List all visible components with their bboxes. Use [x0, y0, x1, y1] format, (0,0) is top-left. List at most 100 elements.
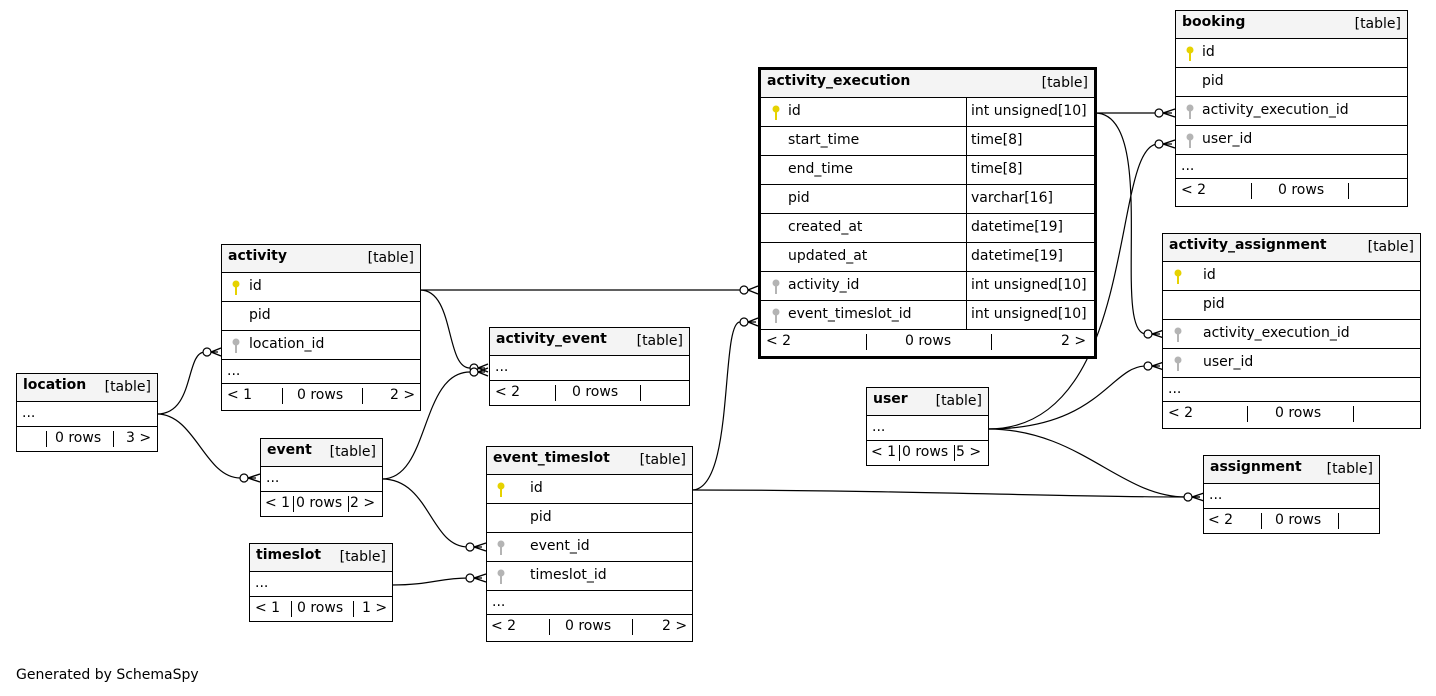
table-footer: < 2 0 rows 2 > [487, 615, 692, 639]
table-timeslot[interactable]: timeslot [table] ... < 1 0 rows 1 > [249, 543, 393, 622]
edge-end-circle [739, 317, 749, 327]
table-footer: < 2 0 rows [1163, 402, 1420, 426]
column-type: time[8] [971, 161, 1023, 177]
primary-key-icon [1174, 269, 1182, 284]
table-name: activity [228, 248, 287, 264]
ellipsis-row: ... [1163, 378, 1420, 402]
column-type: datetime[19] [971, 219, 1063, 235]
edge-end-circle [1154, 139, 1164, 149]
column-name: pid [249, 307, 271, 323]
row-count: 0 rows [565, 618, 612, 634]
parents-count[interactable]: < 1 [227, 387, 253, 403]
table-activity-assignment[interactable]: activity_assignment [table] id pid activ… [1162, 233, 1421, 429]
table-assignment[interactable]: assignment [table] ... < 2 0 rows [1203, 455, 1380, 534]
parents-count[interactable]: < 2 [1181, 182, 1207, 198]
column-type: int unsigned[10] [971, 277, 1087, 293]
table-name: activity_execution [767, 73, 911, 89]
ellipsis-row: ... [487, 591, 692, 615]
table-kind: [table] [367, 250, 414, 266]
more-columns: ... [227, 363, 241, 379]
column-type: time[8] [971, 132, 1023, 148]
column-row: id [222, 273, 420, 302]
column-name: user_id [1202, 131, 1253, 147]
parents-count[interactable]: < 2 [766, 333, 792, 349]
children-count[interactable]: 2 > [662, 618, 688, 634]
parents-count[interactable]: < 2 [491, 618, 517, 634]
column-name: created_at [788, 219, 863, 235]
row-count: 0 rows [1278, 182, 1325, 198]
column-row: user_id [1176, 126, 1407, 155]
children-count[interactable]: 3 > [126, 430, 152, 446]
column-row: created_at datetime[19] [761, 214, 1094, 243]
column-row: end_time time[8] [761, 156, 1094, 185]
table-footer: < 2 0 rows [490, 381, 689, 405]
row-count: 0 rows [1275, 405, 1322, 421]
table-kind: [table] [636, 333, 683, 349]
column-row: activity_execution_id [1163, 320, 1420, 349]
row-count: 0 rows [572, 384, 619, 400]
row-count: 0 rows [902, 444, 949, 460]
column-row: activity_id int unsigned[10] [761, 272, 1094, 301]
column-name: activity_execution_id [1202, 102, 1349, 118]
crows-foot [473, 573, 487, 583]
table-kind: [table] [329, 444, 376, 460]
table-name: booking [1182, 14, 1246, 30]
children-count[interactable]: 2 > [1061, 333, 1087, 349]
table-event[interactable]: event [table] ... < 1 0 rows 2 > [260, 438, 383, 517]
edge-user-booking [987, 143, 1172, 430]
table-location[interactable]: location [table] ... 0 rows 3 > [16, 373, 158, 452]
edge-activity-activity-event [419, 289, 485, 369]
edge-end-circle [739, 285, 749, 295]
column-type: int unsigned[10] [971, 306, 1087, 322]
children-count[interactable]: 5 > [956, 444, 982, 460]
crows-foot [210, 347, 222, 357]
ellipsis-row: ... [250, 572, 392, 597]
foreign-key-icon [1174, 356, 1182, 371]
column-row: pid varchar[16] [761, 185, 1094, 214]
table-name: activity_assignment [1169, 237, 1327, 253]
edge-end-circle [1183, 492, 1193, 502]
table-activity-event[interactable]: activity_event [table] ... < 2 0 rows [489, 327, 690, 406]
parents-count[interactable]: < 1 [871, 444, 897, 460]
crows-foot [473, 542, 487, 552]
parents-count[interactable]: < 2 [1168, 405, 1194, 421]
column-name: start_time [788, 132, 860, 148]
table-footer: < 2 0 rows [1176, 179, 1407, 203]
more-columns: ... [255, 575, 269, 591]
parents-count[interactable]: < 2 [495, 384, 521, 400]
column-row: pid [222, 302, 420, 331]
column-row: timeslot_id [487, 562, 692, 591]
column-name: pid [530, 509, 552, 525]
column-row: id [487, 475, 692, 504]
children-count[interactable]: 2 > [350, 495, 376, 511]
ellipsis-row: ... [490, 356, 689, 381]
table-booking[interactable]: booking [table] id pid activity_executio… [1175, 10, 1408, 207]
row-count: 0 rows [296, 495, 343, 511]
table-activity-execution[interactable]: activity_execution [table] id int unsign… [758, 67, 1097, 359]
foreign-key-icon [232, 338, 240, 353]
edge-end-circle [465, 542, 475, 552]
parents-count[interactable]: < 2 [1208, 512, 1234, 528]
ellipsis-row: ... [222, 360, 420, 384]
children-count[interactable]: 2 > [390, 387, 416, 403]
column-name: updated_at [788, 248, 868, 264]
table-name: assignment [1210, 459, 1302, 475]
table-name: location [23, 377, 87, 393]
parents-count[interactable]: < 1 [255, 600, 281, 616]
crows-foot [747, 285, 759, 295]
column-row: id [1163, 262, 1420, 291]
column-name: location_id [249, 336, 325, 352]
children-count[interactable]: 1 > [362, 600, 388, 616]
table-name: timeslot [256, 547, 322, 563]
column-row: updated_at datetime[19] [761, 243, 1094, 272]
parents-count[interactable]: < 1 [265, 495, 291, 511]
edge-location-event [156, 413, 256, 479]
table-activity[interactable]: activity [table] id pid location_id ... … [221, 244, 421, 411]
edge-user-assignment [987, 428, 1200, 498]
table-event-timeslot[interactable]: event_timeslot [table] id pid event_id t… [486, 446, 693, 642]
ellipsis-row: ... [261, 467, 382, 492]
edge-end-circle [465, 573, 475, 583]
edge-end-circle [239, 473, 249, 483]
edge-end-circle [1143, 361, 1153, 371]
table-user[interactable]: user [table] ... < 1 0 rows 5 > [866, 387, 989, 466]
